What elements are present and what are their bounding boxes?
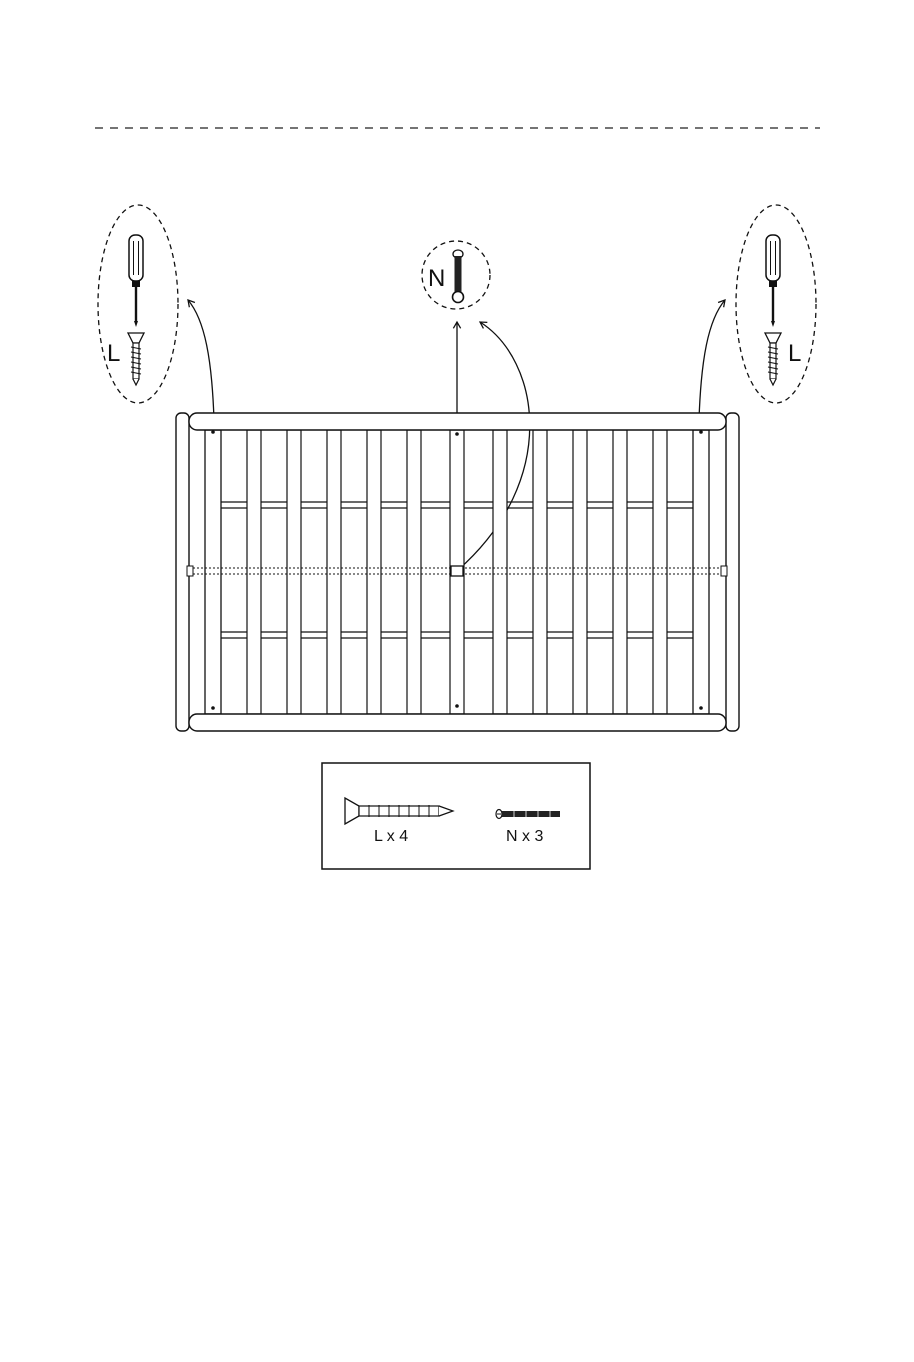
slat [367, 430, 381, 714]
slat [327, 430, 341, 714]
wood-screw-icon [765, 333, 781, 385]
slat [533, 430, 547, 714]
left-callout: L [98, 205, 178, 403]
barrel-bolt-icon [453, 250, 464, 303]
center-beam [187, 566, 727, 576]
hardware-box: L x 4 N x 3 [322, 763, 590, 869]
left-pointer-arrow [188, 300, 214, 420]
center-callout-letter: N [428, 265, 445, 292]
slat [493, 430, 507, 714]
top-rail [189, 413, 726, 430]
center-bracket [451, 566, 463, 576]
right-callout: L [736, 205, 816, 403]
right-end-post [726, 413, 739, 731]
bed-frame [176, 413, 739, 731]
left-callout-letter: L [107, 340, 120, 367]
slat [407, 430, 421, 714]
right-callout-letter: L [788, 340, 801, 367]
slat [653, 430, 667, 714]
right-pointer-arrow [699, 300, 725, 420]
screwdriver-icon [766, 235, 780, 327]
screwdriver-icon [129, 235, 143, 327]
slat [287, 430, 301, 714]
screw-l-quantity: L x 4 [374, 828, 408, 845]
wood-screw-icon [128, 333, 144, 385]
bottom-rail [189, 714, 726, 731]
slat [613, 430, 627, 714]
slat [247, 430, 261, 714]
center-callout: N [422, 241, 490, 309]
screw-n-quantity: N x 3 [506, 828, 543, 845]
slat [573, 430, 587, 714]
